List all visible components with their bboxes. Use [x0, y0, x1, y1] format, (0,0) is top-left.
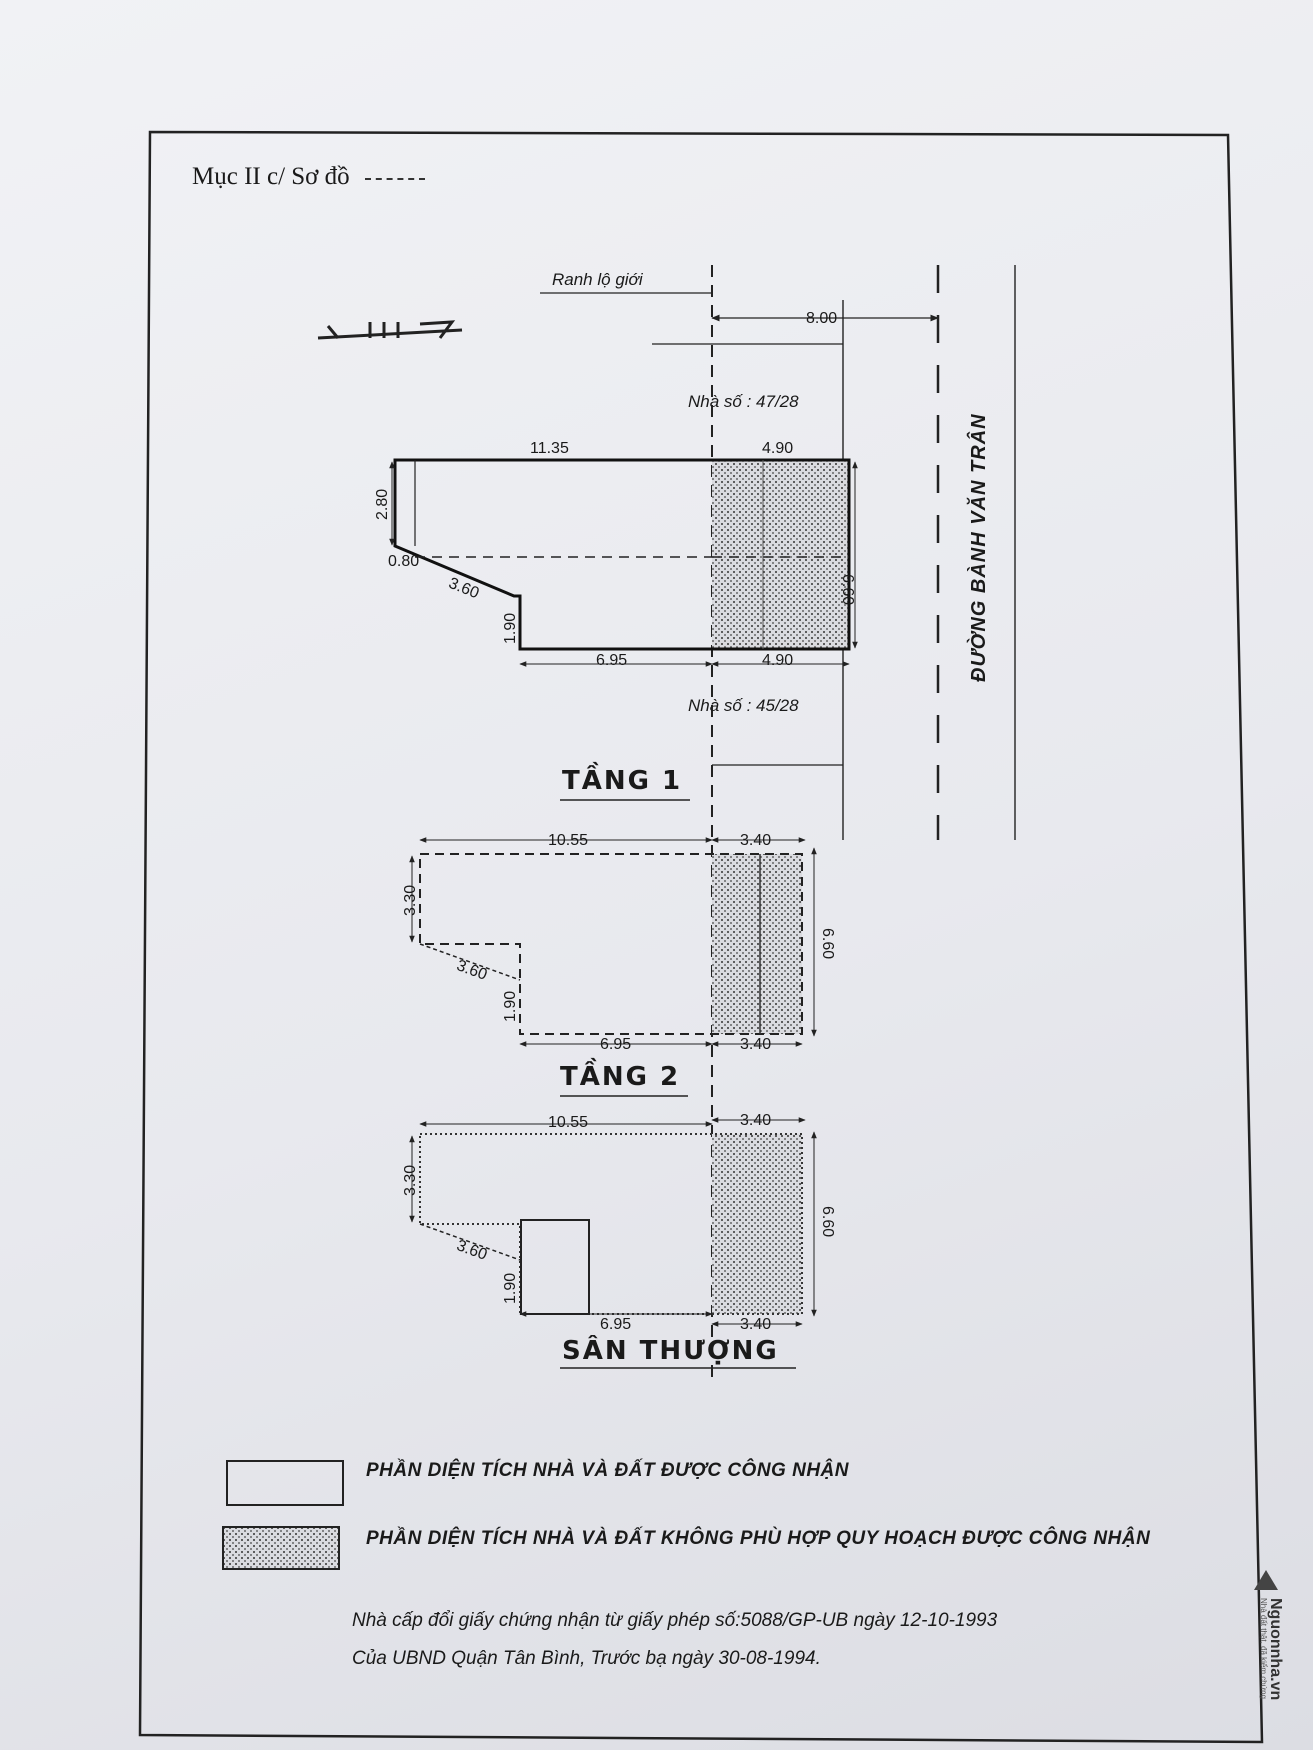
roof-depth-dim: 6.60	[819, 1206, 836, 1238]
f2-bottom-right-dim: 3.40	[740, 1036, 772, 1053]
floor2-plan	[409, 837, 817, 1047]
house-north-label: Nhà số : 47/28	[688, 392, 799, 411]
f1-depth-dim: 6.60	[839, 574, 856, 606]
f1-notch-dim: 0.80	[388, 553, 420, 570]
roof-bottom-left-dim: 6.95	[600, 1316, 632, 1333]
f1-top-right-dim: 4.90	[762, 440, 794, 457]
house-south-label: Nhà số : 45/28	[688, 696, 799, 715]
roof-plan	[409, 1117, 817, 1327]
floor1-plan	[389, 458, 858, 766]
watermark-logo-icon	[1254, 1570, 1278, 1590]
f2-depth-dim: 6.60	[819, 928, 836, 960]
f1-top-left-dim: 11.35	[530, 440, 569, 457]
street-name: ĐƯỜNG BÀNH VĂN TRÂN	[968, 413, 990, 682]
north-arrow-icon	[317, 320, 463, 340]
floor1-title: TẦNG 1	[562, 766, 683, 796]
f2-top-right-dim: 3.40	[740, 832, 772, 849]
section-heading: Mục II c/ Sơ đồ	[192, 163, 350, 190]
watermark: Nguonnha.vn Nhà đất thật, đã kiểm chứng	[1250, 1570, 1310, 1740]
f2-step-dim: 1.90	[502, 990, 519, 1022]
watermark-brand: Nguonnha.vn	[1267, 1598, 1284, 1701]
f1-bottom-left-dim: 6.95	[596, 652, 628, 669]
roof-top-left-dim: 10.55	[548, 1114, 589, 1131]
boundary-label: Ranh lộ giới	[552, 270, 643, 289]
legend-recognized-text: PHẦN DIỆN TÍCH NHÀ VÀ ĐẤT ĐƯỢC CÔNG NHẬN	[366, 1460, 849, 1481]
floor2-title: TẦNG 2	[560, 1062, 681, 1092]
legend-swatch-recognized	[226, 1460, 344, 1506]
note-line-1: Nhà cấp đổi giấy chứng nhận từ giấy phép…	[352, 1610, 998, 1631]
legend-not-conforming-text: PHẦN DIỆN TÍCH NHÀ VÀ ĐẤT KHÔNG PHÙ HỢP …	[366, 1528, 1151, 1549]
heading-dash	[365, 178, 425, 180]
f1-left-height-dim: 2.80	[374, 488, 391, 520]
f1-step-dim: 1.90	[502, 612, 519, 644]
roof-bottom-right-dim: 3.40	[740, 1316, 772, 1333]
f2-bottom-left-dim: 6.95	[600, 1036, 632, 1053]
roof-step-dim: 1.90	[502, 1272, 519, 1304]
watermark-tagline: Nhà đất thật, đã kiểm chứng	[1259, 1598, 1268, 1699]
roof-top-right-dim: 3.40	[740, 1112, 772, 1129]
note-line-2: Của UBND Quận Tân Bình, Trước bạ ngày 30…	[352, 1648, 821, 1669]
legend-swatch-not-conforming	[222, 1526, 340, 1570]
f2-top-left-dim: 10.55	[548, 832, 589, 849]
f2-left-height-dim: 3.30	[402, 884, 419, 916]
roof-title: SÂN THƯỢNG	[562, 1336, 779, 1366]
f1-bottom-right-dim: 4.90	[762, 652, 794, 669]
road-width-label: 8.00	[806, 310, 838, 327]
page-border	[138, 130, 1264, 1744]
roof-left-height-dim: 3.30	[402, 1164, 419, 1196]
